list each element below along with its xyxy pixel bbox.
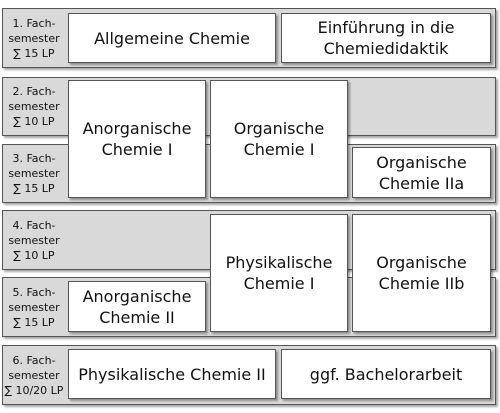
semester-label-1: 1. Fach-semester∑ 15 LP — [8, 16, 60, 60]
course-physikalische-chemie-2: Physikalische Chemie II — [68, 349, 276, 399]
semester-label-2: 2. Fach-semester∑ 10 LP — [8, 85, 60, 128]
semester-label-5: 5. Fach-semester∑ 15 LP — [8, 285, 60, 329]
course-allgemeine-chemie: Allgemeine Chemie — [68, 13, 276, 63]
semester-label-3: 3. Fach-semester∑ 15 LP — [8, 152, 60, 195]
semester-label-6: 6. Fach-semester∑ 10/20 LP — [4, 353, 64, 397]
semester-label-4: 4. Fach-semester∑ 10 LP — [8, 218, 60, 262]
course-bachelorarbeit: ggf. Bachelorarbeit — [281, 349, 491, 399]
